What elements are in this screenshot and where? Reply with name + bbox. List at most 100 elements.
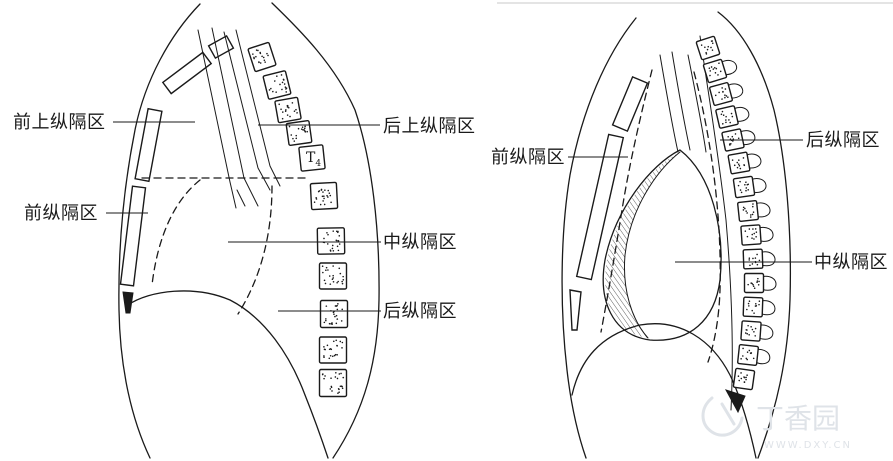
vertebra-speckle [714, 72, 717, 74]
vertebral-body-outline [709, 82, 733, 106]
right-vertebra [743, 272, 777, 294]
vertebra-speckle [325, 266, 328, 269]
vertebra-speckle [284, 110, 287, 113]
vertebra-speckle [758, 303, 760, 306]
vertebra-speckle [737, 163, 740, 166]
spinous-process-outline [760, 300, 776, 316]
vertebra-speckle [721, 122, 724, 125]
vertebra-speckle [747, 283, 749, 286]
vertebra-speckle [331, 355, 334, 358]
spinous-process-outline [739, 130, 756, 146]
left-trachea-esophagus [197, 27, 281, 209]
vertebra-speckle [334, 353, 337, 356]
vertebra-speckle [740, 377, 743, 380]
vertebra-speckle [708, 67, 711, 70]
vertebra-speckle [332, 340, 335, 343]
vertebra-speckle [750, 326, 752, 328]
right-vertebral-front-line [699, 35, 733, 411]
vertebra-speckle [332, 274, 334, 277]
vertebra-speckle [296, 112, 298, 114]
vertebra-speckle [746, 329, 748, 331]
vertebra-speckle [752, 257, 754, 260]
vertebra-speckle [704, 46, 706, 49]
vertebral-body-outline [732, 367, 756, 391]
vertebra-speckle [258, 61, 260, 64]
vertebra-speckle [341, 387, 344, 390]
vertebra-speckle [333, 313, 335, 315]
vertebral-body-outline [702, 58, 728, 84]
vertebra-speckle [751, 237, 753, 239]
vertebra-speckle [742, 355, 744, 357]
vertebra-speckle [336, 377, 339, 380]
vertebra-speckle [731, 135, 734, 138]
vertebra-speckle [293, 140, 296, 142]
vertebra-speckle [736, 166, 739, 169]
vertebra-speckle [722, 90, 724, 93]
vertebra-speckle [751, 263, 754, 265]
left-esophagus-wall-back [235, 29, 281, 187]
vertebra-speckle [745, 357, 748, 360]
vertebra-speckle [329, 354, 332, 357]
vertebra-speckle [297, 127, 300, 130]
vertebra-speckle [337, 249, 340, 252]
right-manubrium [611, 75, 649, 133]
vertebra-speckle [291, 102, 294, 104]
vertebra-speckle [728, 143, 731, 145]
vertebra-speckle [334, 315, 336, 318]
vertebra-speckle [756, 281, 758, 284]
vertebra-speckle [334, 305, 337, 307]
vertebra-speckle [306, 130, 309, 133]
vertebra-speckle [322, 191, 324, 193]
vertebra-speckle [755, 231, 758, 233]
label-left-anterior-mediastinum: 前纵隔区 [24, 203, 98, 224]
vertebra-speckle [724, 96, 726, 99]
vertebra-speckle [746, 308, 748, 311]
vertebra-speckle [738, 159, 740, 161]
vertebra-speckle [753, 232, 756, 235]
vertebral-body-outline [715, 105, 739, 129]
vertebra-speckle [742, 209, 745, 211]
vertebra-speckle [729, 121, 731, 124]
vertebra-speckle [321, 265, 324, 267]
vertebra-speckle [745, 187, 748, 189]
vertebra-speckle [272, 90, 274, 93]
vertebra-speckle [720, 113, 723, 116]
vertebra-speckle [327, 189, 330, 192]
vertebra-speckle [323, 279, 326, 282]
vertebral-body-outline [732, 175, 756, 199]
vertebra-speckle [753, 312, 755, 314]
vertebra-speckle [340, 372, 342, 375]
vertebra-speckle [339, 272, 342, 275]
vertebra-speckle [335, 322, 338, 325]
vertebra-speckle [746, 332, 749, 335]
vertebra-speckle [259, 62, 262, 64]
vertebra-speckle [282, 78, 285, 81]
vertebra-speckle [341, 347, 343, 349]
vertebra-speckle [744, 230, 747, 232]
vertebra-speckle [754, 327, 757, 330]
vertebra-speckle [263, 59, 266, 62]
vertebra-speckle [335, 230, 338, 233]
vertebra-speckle [286, 114, 289, 116]
right-vertebra [721, 128, 756, 152]
label-left-posterior-mediastinum: 后纵隔区 [383, 301, 457, 322]
vertebra-speckle [725, 115, 727, 118]
vertebra-speckle [329, 249, 332, 252]
vertebra-speckle [758, 300, 761, 302]
vertebra-speckle [745, 376, 747, 379]
vertebra-speckle [749, 216, 752, 218]
vertebra-speckle [711, 49, 714, 51]
vertebra-speckle [253, 56, 255, 59]
vertebra-speckle [261, 55, 263, 58]
left-panel: T4 前上纵隔区 后上纵隔区 前纵隔区 中纵隔区 后纵隔区 [13, 2, 475, 459]
left-vertebra [319, 299, 349, 329]
vertebra-speckle [747, 302, 750, 305]
vertebra-speckle [319, 203, 322, 206]
vertebra-speckle [738, 379, 741, 382]
vertebra-speckle [335, 371, 337, 374]
vertebra-speckle [325, 305, 328, 307]
right-esophagus-wall [687, 54, 707, 153]
vertebra-speckle [275, 91, 277, 93]
right-vertebra [740, 224, 774, 246]
vertebra-speckle [304, 130, 306, 132]
